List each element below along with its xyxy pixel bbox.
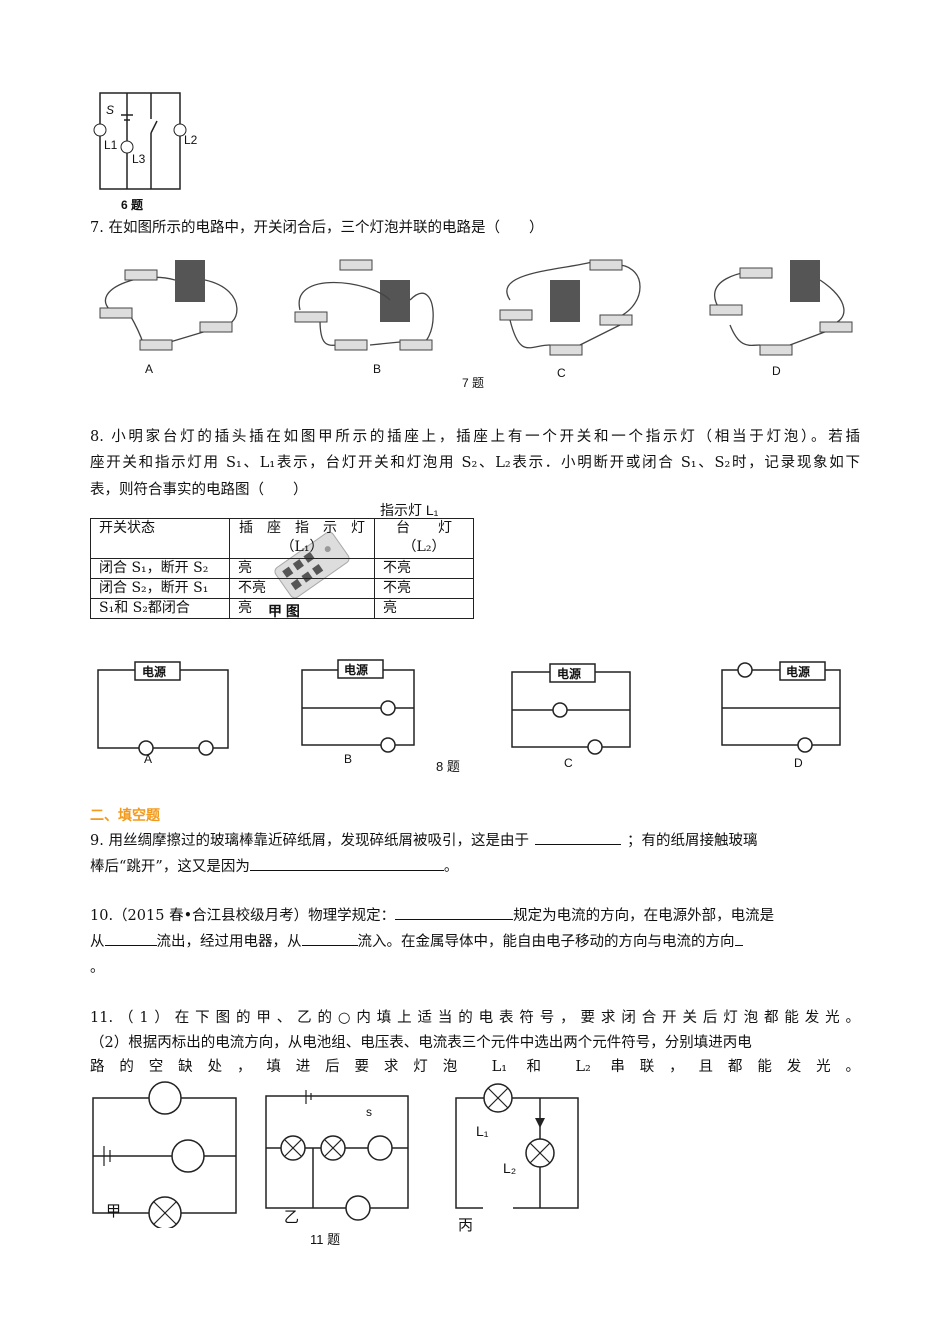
label-bing: 丙 bbox=[458, 1217, 474, 1234]
figure-jia-label: 甲 图 bbox=[268, 603, 300, 619]
section-title: 二、填空题 bbox=[90, 808, 160, 824]
option-b-label: B bbox=[373, 362, 382, 376]
label-l1: L₁ bbox=[476, 1123, 489, 1139]
answer-blank[interactable] bbox=[301, 945, 358, 946]
figure-caption-11: 11 题 bbox=[310, 1232, 341, 1247]
label-l2: L2 bbox=[184, 133, 198, 147]
question-11-line-2: （2）根据丙标出的电流方向，从电池组、电压表、电流表三个元件中选出两个元件符号，… bbox=[90, 1035, 752, 1051]
label-l1: L1 bbox=[104, 138, 118, 152]
option-d-label: D bbox=[772, 364, 781, 378]
option-b-label: B bbox=[344, 752, 353, 766]
option-c-label: C bbox=[564, 756, 573, 770]
answer-blank[interactable] bbox=[395, 919, 514, 920]
answer-blank[interactable] bbox=[104, 945, 157, 946]
question-9-line-1: 9. 用丝绸摩擦过的玻璃棒靠近碎纸屑，发现碎纸屑被吸引，这是由于；有的纸屑接触玻… bbox=[90, 833, 758, 849]
header-lamp: 台 灯（L₂） bbox=[374, 518, 474, 559]
indicator-label: 指示灯 L₁ bbox=[380, 502, 439, 518]
option-a-label: A bbox=[145, 362, 154, 376]
power-label-d: 电源 bbox=[786, 665, 811, 679]
answer-blank[interactable] bbox=[534, 844, 621, 845]
circuit-diagram-6 bbox=[93, 92, 187, 190]
figure-caption-8: 8 题 bbox=[436, 759, 460, 774]
label-jia: 甲 bbox=[106, 1203, 122, 1220]
option-c-label: C bbox=[557, 366, 566, 380]
option-d-label: D bbox=[794, 756, 803, 770]
question-10-line-3: 。 bbox=[90, 960, 105, 976]
label-yi: 乙 bbox=[284, 1209, 300, 1226]
question-7-text: 7. 在如图所示的电路中，开关闭合后，三个灯泡并联的电路是（ ） bbox=[90, 220, 544, 236]
header-switch-state: 开关状态 bbox=[90, 518, 230, 559]
label-s: S bbox=[106, 103, 115, 117]
power-label-b: 电源 bbox=[344, 663, 369, 677]
question-11-line-3: 路的空缺处，填进后要求灯泡 L₁ 和 L₂ 串联，且都能发光。 bbox=[90, 1059, 860, 1075]
answer-blank[interactable] bbox=[734, 945, 743, 946]
label-s: s bbox=[366, 1105, 372, 1119]
question-8-line-1: 8. 小明家台灯的插头插在如图甲所示的插座上，插座上有一个开关和一个指示灯（相当… bbox=[90, 429, 860, 445]
header-indicator: 插 座 指 示 灯（L₁） bbox=[229, 518, 375, 559]
question-10-line-2: 从流出，经过用电器，从流入。在金属导体中，能自由电子移动的方向与电流的方向 bbox=[90, 932, 743, 952]
option-a-label: A bbox=[144, 752, 153, 766]
figure-caption-7: 7 题 bbox=[462, 376, 485, 390]
label-l2: L₂ bbox=[503, 1160, 517, 1176]
question-8-line-2: 座开关和指示灯用 S₁、L₁表示，台灯开关和灯泡用 S₂、L₂表示．小明断开或闭… bbox=[90, 455, 860, 471]
question-8-line-3: 表，则符合事实的电路图（ ） bbox=[90, 482, 308, 498]
circuit-diagrams-11 bbox=[92, 1081, 579, 1228]
question-10-line-1: 10.（2015 春•合江县校级月考）物理学规定：规定为电流的方向，在电源外部，… bbox=[90, 908, 775, 924]
answer-blank[interactable] bbox=[249, 870, 444, 871]
power-label-c: 电源 bbox=[557, 667, 582, 681]
circuit-photos-7 bbox=[99, 259, 853, 356]
label-l3: L3 bbox=[132, 152, 146, 166]
table-row: S₁和 S₂都闭合亮亮 bbox=[90, 598, 474, 619]
power-label-a: 电源 bbox=[142, 665, 167, 679]
figure-caption-6: 6 题 bbox=[121, 198, 144, 212]
circuit-options-8 bbox=[97, 659, 841, 756]
question-9-line-2: 棒后“跳开”，这又是因为。 bbox=[90, 859, 459, 875]
question-11-line-1: 11.（1）在下图的甲、乙的○内填上适当的电表符号，要求闭合开关后灯泡都能发光。 bbox=[90, 1010, 860, 1026]
